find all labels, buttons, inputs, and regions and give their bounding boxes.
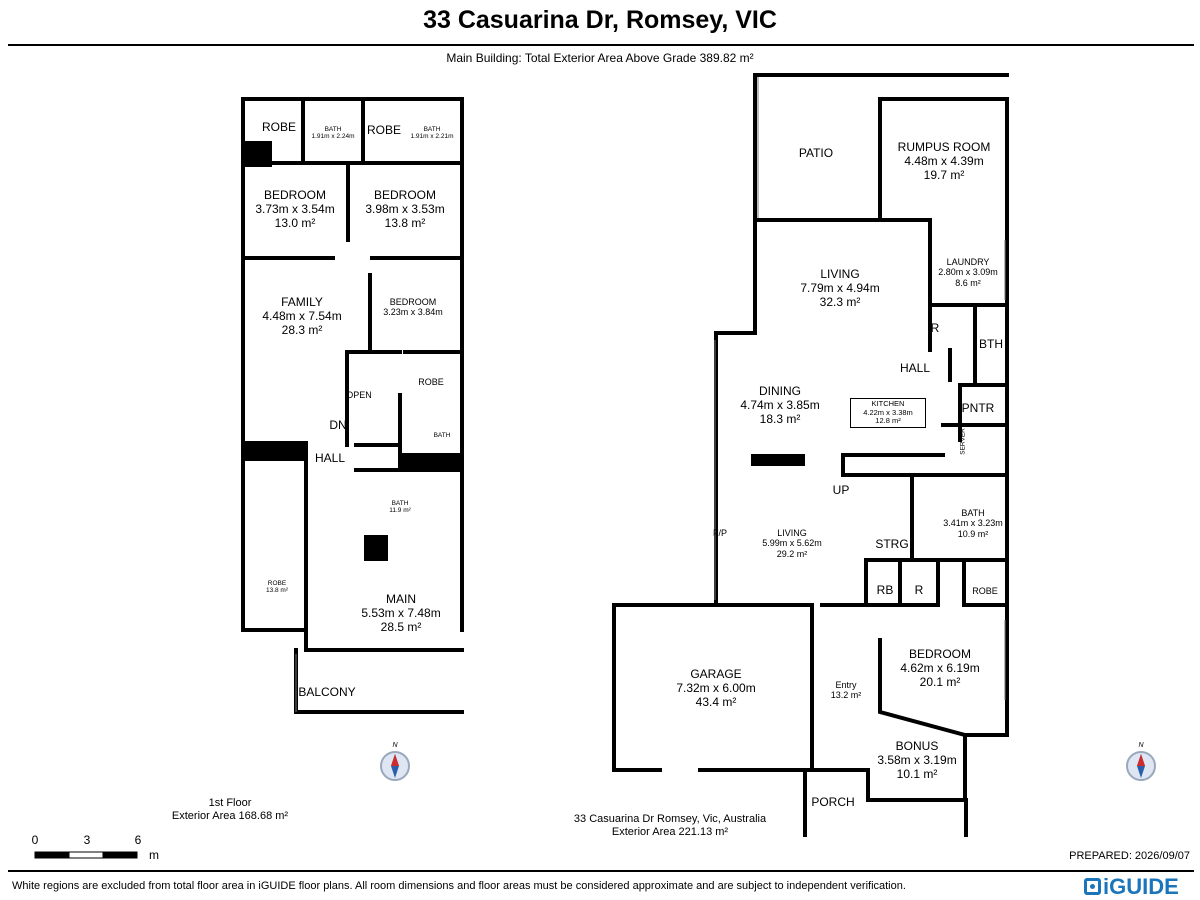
footer-divider bbox=[8, 870, 1194, 872]
first-floor-column bbox=[400, 453, 462, 471]
room-hall: HALL bbox=[899, 361, 931, 375]
scale-unit: m bbox=[149, 848, 159, 862]
stair-open-label: OPEN bbox=[346, 390, 372, 400]
room-pantry: PNTR bbox=[961, 401, 995, 415]
room-bath: BATH bbox=[433, 432, 451, 439]
north-label: N bbox=[392, 742, 398, 749]
compass-icon bbox=[1126, 751, 1156, 781]
scale-tick: 6 bbox=[134, 833, 142, 847]
room-servery: SERVERY bbox=[959, 423, 967, 455]
ground-floor-walls bbox=[612, 73, 1009, 837]
fireplace-label: F/P bbox=[712, 528, 727, 538]
room-rb: RB bbox=[876, 583, 894, 597]
room-r: R bbox=[914, 583, 924, 597]
scale-tick: 3 bbox=[83, 833, 91, 847]
stair-up-label: UP bbox=[832, 483, 850, 497]
stair-down-label: DN bbox=[329, 418, 347, 432]
room-hall: HALL bbox=[314, 451, 346, 465]
page-subtitle: Main Building: Total Exterior Area Above… bbox=[446, 51, 754, 65]
room-porch: PORCH bbox=[811, 795, 855, 809]
north-label: N bbox=[1138, 742, 1144, 749]
prepared-date: PREPARED: 2026/09/07 bbox=[1069, 850, 1190, 862]
compass-icon bbox=[380, 751, 410, 781]
room-robe: ROBE bbox=[972, 586, 998, 596]
page-title: 33 Casuarina Dr, Romsey, VIC bbox=[423, 6, 777, 34]
room-r: R bbox=[930, 321, 940, 335]
first-floor-column bbox=[364, 535, 388, 561]
scale-bar bbox=[34, 851, 138, 859]
footer-disclaimer: White regions are excluded from total fl… bbox=[12, 880, 906, 892]
room-robe: ROBE bbox=[261, 120, 296, 134]
room-patio: PATIO bbox=[798, 146, 834, 160]
room-balcony: BALCONY bbox=[298, 685, 356, 699]
first-floor-column bbox=[241, 441, 308, 461]
iguide-logo: iGUIDE bbox=[1084, 874, 1179, 900]
first-floor-column bbox=[241, 141, 272, 167]
room-robe: ROBE bbox=[418, 377, 444, 387]
room-robe: ROBE bbox=[366, 123, 401, 137]
room-bth: BTH bbox=[979, 337, 1003, 351]
room-storage: STRG bbox=[875, 537, 909, 551]
fireplace-hearth bbox=[751, 454, 805, 466]
title-divider bbox=[8, 44, 1194, 46]
scale-tick: 0 bbox=[31, 833, 39, 847]
iguide-logo-icon bbox=[1084, 878, 1101, 895]
